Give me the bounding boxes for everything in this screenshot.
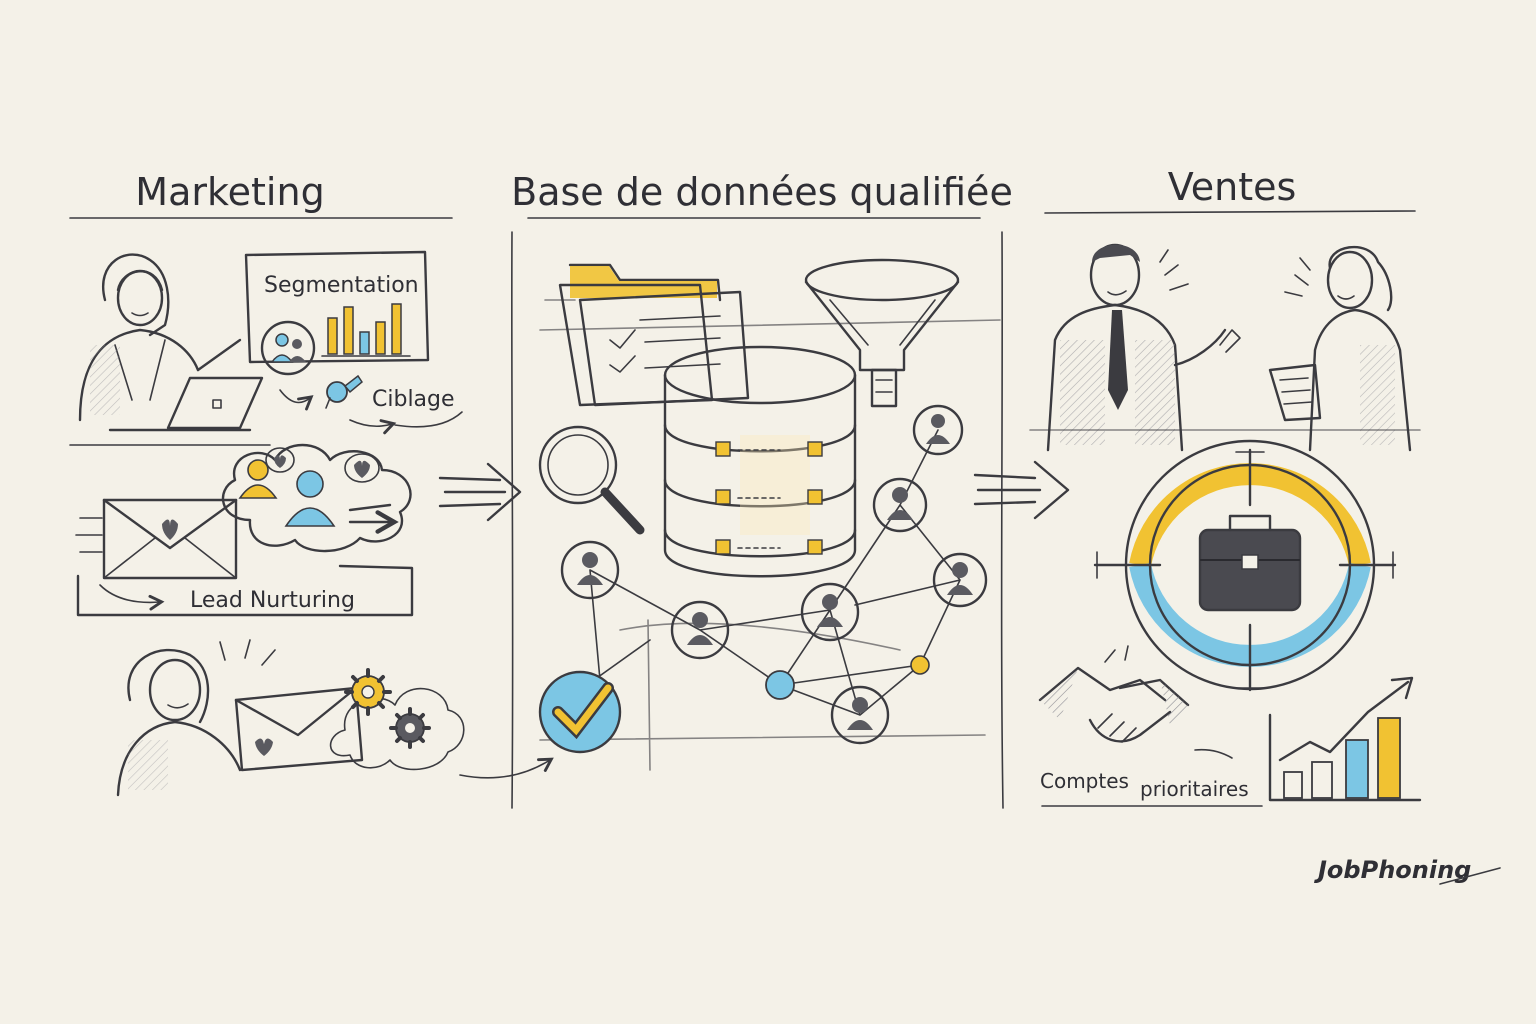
funnel-icon bbox=[804, 258, 960, 408]
person-icon bbox=[116, 639, 276, 797]
laptop-icon bbox=[69, 376, 271, 446]
group-icon bbox=[260, 320, 316, 376]
person-node bbox=[670, 600, 730, 660]
network-icon bbox=[560, 404, 988, 745]
brand-logo: JobPhoning bbox=[1314, 856, 1501, 885]
person-icon bbox=[284, 470, 336, 527]
section-titles: Marketing Base de données qualifiée Vent… bbox=[69, 165, 1416, 219]
marketing-section: Segmentation bbox=[69, 250, 554, 797]
accounts-label-2: prioritaires bbox=[1140, 777, 1249, 801]
person-node bbox=[830, 685, 890, 745]
targeting-label: Ciblage bbox=[372, 387, 455, 412]
envelope-heart-icon bbox=[75, 498, 238, 580]
arrow-right-icon bbox=[438, 462, 522, 522]
gear-icon bbox=[344, 668, 392, 716]
accounts-label-1: Comptes bbox=[1040, 769, 1129, 793]
person-node bbox=[912, 404, 964, 456]
targeting-group: Ciblage bbox=[325, 374, 463, 435]
target-icon bbox=[1093, 439, 1397, 692]
arrow-right-icon bbox=[973, 460, 1070, 520]
bar-chart-icon bbox=[321, 303, 411, 357]
segmentation-label: Segmentation bbox=[264, 273, 419, 298]
folder-icon bbox=[558, 263, 750, 407]
sales-title: Ventes bbox=[1168, 165, 1297, 209]
presenter-person-icon bbox=[78, 253, 242, 422]
heart-bubble bbox=[265, 447, 380, 483]
briefcase-icon bbox=[1198, 514, 1302, 612]
checkmark-icon bbox=[538, 670, 622, 754]
person-node bbox=[560, 540, 620, 600]
gear-icon bbox=[389, 707, 431, 749]
database-icon bbox=[663, 345, 857, 578]
person-icon bbox=[238, 459, 278, 499]
key-icon bbox=[325, 374, 363, 409]
person-node bbox=[872, 477, 928, 533]
person-node bbox=[800, 582, 860, 642]
thought-cloud-icon bbox=[329, 687, 465, 771]
segmentation-board: Segmentation bbox=[244, 250, 430, 411]
thought-cloud-icon bbox=[221, 443, 412, 553]
nurturing-label: Lead Nurturing bbox=[190, 588, 355, 613]
sales-section: Comptes prioritaires bbox=[1029, 243, 1422, 807]
lead-nurturing-block: Lead Nurturing bbox=[75, 443, 414, 617]
businesswoman-icon bbox=[1268, 245, 1412, 452]
magnifier-icon bbox=[538, 425, 645, 535]
person-node bbox=[932, 552, 988, 608]
handshake-icon bbox=[1038, 645, 1190, 743]
section-dividers bbox=[510, 231, 1004, 809]
marketing-title: Marketing bbox=[135, 170, 324, 214]
database-title: Base de données qualifiée bbox=[511, 170, 1013, 214]
envelope-heart-icon bbox=[234, 686, 364, 772]
growth-chart-icon bbox=[1268, 676, 1422, 802]
brand-text: JobPhoning bbox=[1314, 856, 1471, 884]
database-section bbox=[538, 258, 1001, 771]
businessman-icon bbox=[1046, 243, 1241, 452]
